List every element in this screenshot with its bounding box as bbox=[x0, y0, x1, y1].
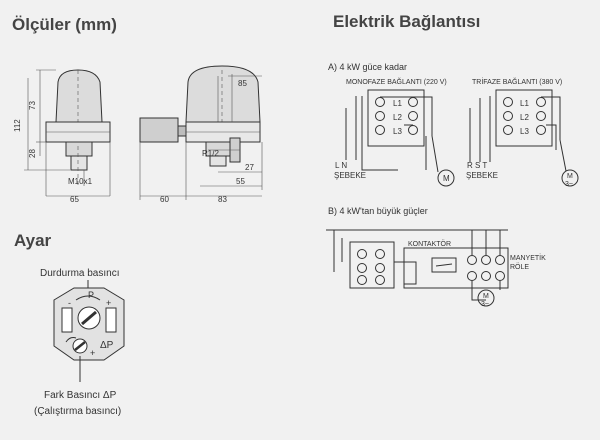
mono-terminal-block bbox=[345, 89, 455, 187]
p-label: P bbox=[88, 290, 94, 300]
tri-motor-sub: 3~ bbox=[565, 181, 573, 188]
mono-terminal-l2: L2 bbox=[393, 113, 402, 122]
front-view-drawing bbox=[24, 69, 111, 197]
dim-55: 55 bbox=[236, 177, 245, 186]
stop-pressure-label: Durdurma basıncı bbox=[40, 268, 119, 279]
section-b-motor-sub: 3~ bbox=[481, 301, 489, 308]
delta-p-label: ΔP bbox=[100, 340, 114, 351]
plus-top: + bbox=[106, 298, 111, 308]
dim-83: 83 bbox=[218, 195, 227, 204]
tri-network: ŞEBEKE bbox=[466, 171, 498, 180]
adjust-heading: Ayar bbox=[14, 231, 52, 250]
tri-terminal-block bbox=[469, 89, 579, 187]
mono-terminal-l1: L1 bbox=[393, 99, 402, 108]
mono-network: ŞEBEKE bbox=[334, 171, 366, 180]
section-b-wiring bbox=[326, 229, 509, 307]
mono-terminal-l3: L3 bbox=[393, 127, 402, 136]
dim-65: 65 bbox=[70, 195, 79, 204]
minus-top: - bbox=[68, 298, 71, 308]
section-b-title: B) 4 kW'tan büyük güçler bbox=[328, 206, 428, 216]
electrical-heading: Elektrik Bağlantısı bbox=[333, 12, 480, 31]
mono-motor: M bbox=[443, 174, 450, 183]
tri-terminal-l2: L2 bbox=[520, 113, 529, 122]
tri-label: TRİFAZE BAĞLANTI (380 V) bbox=[472, 77, 562, 86]
dim-28: 28 bbox=[28, 149, 37, 158]
dimensions-heading: Ölçüler (mm) bbox=[12, 15, 117, 34]
tri-terminal-l3: L3 bbox=[520, 127, 529, 136]
dim-pipe: R1/2 bbox=[202, 149, 219, 158]
section-b-motor: M bbox=[483, 293, 489, 300]
adjustment-diagram bbox=[53, 280, 125, 382]
relay-label-1: MANYETİK bbox=[510, 253, 546, 262]
dim-85: 85 bbox=[238, 79, 247, 88]
dim-73: 73 bbox=[28, 101, 37, 110]
dim-60: 60 bbox=[160, 195, 169, 204]
section-a-title: A) 4 kW güce kadar bbox=[328, 62, 407, 72]
dim-27: 27 bbox=[245, 163, 254, 172]
start-pressure-label: (Çalıştırma basıncı) bbox=[34, 406, 121, 417]
side-view-drawing bbox=[139, 65, 263, 200]
mono-label: MONOFAZE BAĞLANTI (220 V) bbox=[346, 77, 447, 86]
plus-bottom: + bbox=[90, 348, 95, 358]
relay-label-2: RÖLE bbox=[510, 263, 529, 271]
dim-112: 112 bbox=[13, 119, 22, 132]
tri-terminal-l1: L1 bbox=[520, 99, 529, 108]
mono-lines: L N bbox=[335, 161, 347, 170]
diff-pressure-label: Fark Basıncı ΔP bbox=[44, 390, 117, 401]
contactor-label: KONTAKTÖR bbox=[408, 240, 451, 248]
tri-motor: M bbox=[567, 173, 573, 180]
dim-thread: M10x1 bbox=[68, 177, 93, 186]
tri-lines: R S T bbox=[467, 161, 487, 170]
